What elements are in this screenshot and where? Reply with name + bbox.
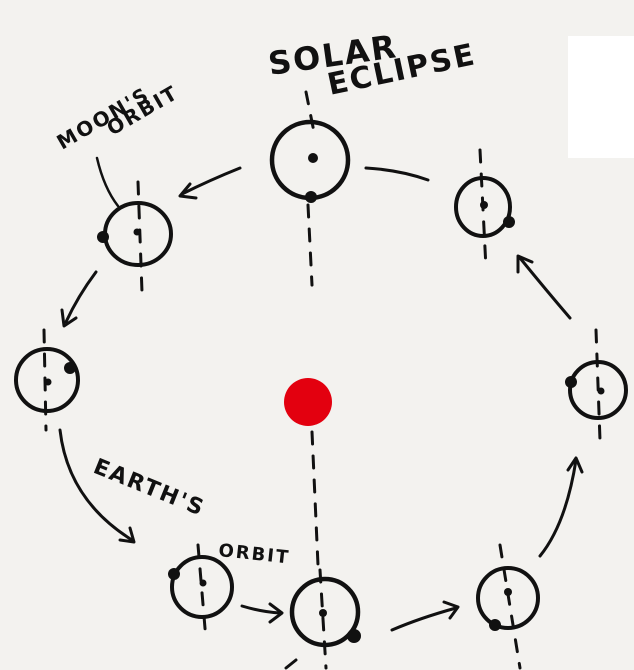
sun-earth-alignment-line (312, 432, 318, 565)
earth-moon-position-bottom (292, 570, 361, 668)
earth-dot (308, 153, 318, 163)
pen-stroke (286, 660, 296, 668)
moon-dot (97, 231, 109, 243)
earth-orbit-line-2: ORBIT (217, 540, 291, 568)
earth-moon-position-bottom-right (478, 545, 538, 668)
axis-line (138, 182, 142, 292)
moon-orbit-label: MOON'S ORBIT (53, 80, 183, 206)
moon-dot (503, 216, 515, 228)
moon-dot (489, 619, 501, 631)
axis-line (320, 570, 326, 668)
arrow-shaft (540, 460, 576, 556)
arrow-shaft (366, 168, 428, 180)
moon-dot (168, 568, 180, 580)
moon-orbit-circle (172, 557, 232, 617)
moon-dot (64, 362, 76, 374)
moon-dot (565, 376, 577, 388)
moon-dot (347, 629, 361, 643)
earth-dot (134, 229, 141, 236)
earth-orbit-label: EARTH'S ORBIT (90, 454, 291, 568)
sun (284, 378, 332, 426)
moon-orbit-pointer (97, 158, 118, 206)
axis-line (198, 545, 206, 640)
earth-dot (200, 580, 207, 587)
earth-moon-position-top (272, 92, 348, 285)
arrow-shaft (520, 258, 570, 318)
earth-moon-position-left (16, 330, 78, 430)
arrow-shaft (66, 272, 96, 322)
earth-dot (480, 201, 488, 209)
axis-line (596, 330, 600, 440)
earth-moon-position-upper-right (456, 150, 515, 268)
earth-orbit-line-1: EARTH'S (90, 454, 209, 521)
axis-line (308, 205, 312, 285)
earth-moon-position-right (565, 330, 626, 440)
earth-dot (598, 388, 605, 395)
earth-dot (319, 609, 327, 617)
arrow-shaft (392, 608, 456, 630)
arrow-shaft (182, 168, 240, 194)
white-patch (568, 36, 634, 158)
earth-dot (504, 588, 512, 596)
earth-moon-position-upper-left (97, 182, 171, 292)
axis-line (500, 545, 520, 668)
title-label: SOLAR ECLIPSE (266, 27, 479, 103)
axis-line (306, 92, 314, 132)
axis-line (480, 150, 486, 268)
earth-dot (45, 379, 52, 386)
moon-dot (305, 191, 317, 203)
